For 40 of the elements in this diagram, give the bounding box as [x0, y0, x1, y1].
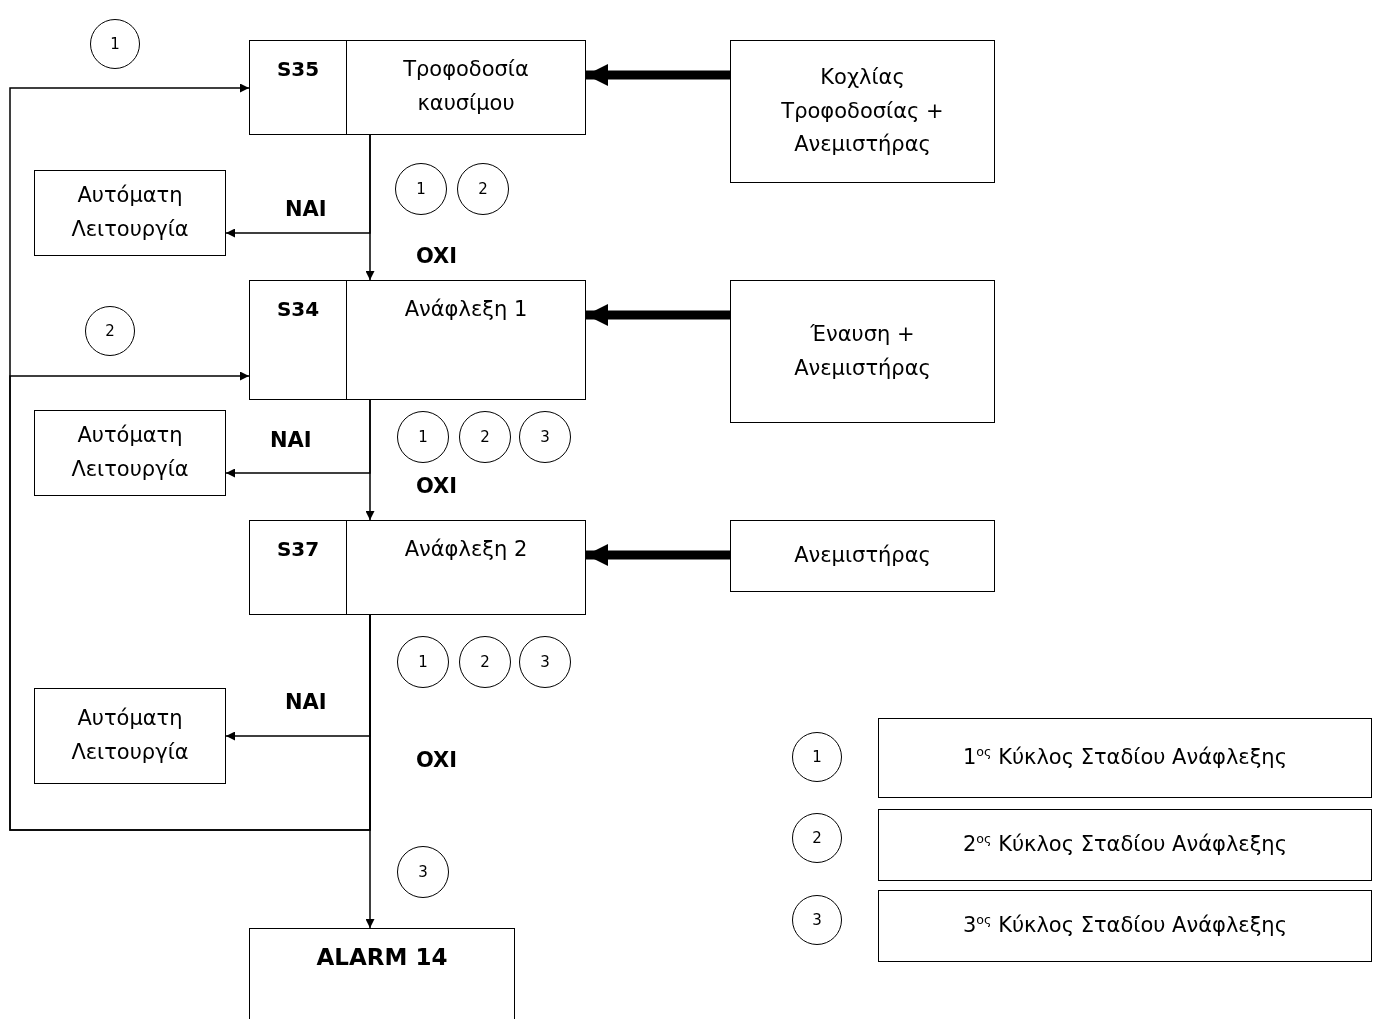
- step-code: S37: [276, 536, 320, 563]
- step-box: [249, 40, 586, 135]
- step-box: [249, 280, 586, 400]
- step-code: S35: [276, 56, 320, 83]
- process-box: 3$^{ος}$ Κύκλος Σταδίου Ανάφλεξης: [878, 890, 1372, 962]
- thick-arrow: [586, 544, 730, 566]
- thick-arrow: [586, 64, 730, 86]
- number-circle: 3: [792, 895, 842, 945]
- number-circle: 1: [395, 163, 447, 215]
- step-title: Ανάφλεξη 1: [404, 296, 528, 323]
- process-box: 1$^{ος}$ Κύκλος Σταδίου Ανάφλεξης: [878, 718, 1372, 798]
- step-title: Ανάφλεξη 2: [404, 536, 528, 563]
- number-circle: 2: [459, 636, 511, 688]
- number-circle: 1: [397, 636, 449, 688]
- number-circle: 2: [459, 411, 511, 463]
- process-box: Αυτόματη Λειτουργία: [34, 410, 226, 496]
- number-circle: 2: [457, 163, 509, 215]
- number-circle: 3: [519, 411, 571, 463]
- process-box: 2$^{ος}$ Κύκλος Σταδίου Ανάφλεξης: [878, 809, 1372, 881]
- process-box: Έναυση + Ανεμιστήρας: [730, 280, 995, 423]
- number-circle: 1: [90, 19, 140, 69]
- number-circle: 1: [792, 732, 842, 782]
- alarm-box: ALARM 14: [249, 928, 515, 1019]
- number-circle: 3: [519, 636, 571, 688]
- step-code: S34: [276, 296, 320, 323]
- number-circle: 2: [85, 306, 135, 356]
- number-circle: 3: [397, 846, 449, 898]
- arrow: [365, 399, 375, 521]
- arrow: [365, 134, 375, 281]
- process-box: Αυτόματη Λειτουργία: [34, 688, 226, 784]
- process-box: Ανεμιστήρας: [730, 520, 995, 592]
- process-box: Κοχλίας Τροφοδοσίας + Ανεμιστήρας: [730, 40, 995, 183]
- number-circle: 1: [397, 411, 449, 463]
- number-circle: 2: [792, 813, 842, 863]
- arrow: [365, 614, 375, 929]
- process-box: Αυτόματη Λειτουργία: [34, 170, 226, 256]
- step-title: Τροφοδοσία καυσίμου: [402, 56, 530, 117]
- arrow: [9, 371, 371, 831]
- step-box: [249, 520, 586, 615]
- thick-arrow: [586, 304, 730, 326]
